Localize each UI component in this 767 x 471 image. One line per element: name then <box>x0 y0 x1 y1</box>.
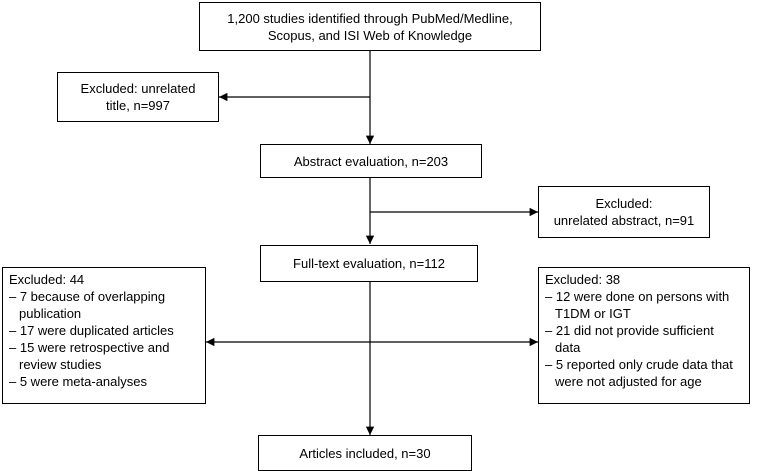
fulltext-evaluation-box: Full-text evaluation, n=112 <box>260 245 478 282</box>
articles-included-box: Articles included, n=30 <box>258 435 472 471</box>
excluded-title-line-2: title, n=997 <box>106 98 170 113</box>
abstract-evaluation-label: Abstract evaluation, n=203 <box>293 153 449 169</box>
excluded-left-item: – 15 were retrospective and <box>9 340 170 355</box>
excluded-fulltext-right-box: Excluded: 38 – 12 were done on persons w… <box>538 267 750 404</box>
articles-included-label: Articles included, n=30 <box>299 445 431 461</box>
abstract-evaluation-box: Abstract evaluation, n=203 <box>260 144 482 178</box>
excluded-left-item: – 7 because of overlapping <box>9 289 166 304</box>
excluded-abstract-line-1: Excluded: <box>595 196 653 211</box>
excluded-right-item-cont: data <box>555 340 581 355</box>
excluded-left-item-cont: publication <box>19 306 82 321</box>
excluded-fulltext-left-box: Excluded: 44 – 7 because of overlapping … <box>2 267 206 404</box>
excluded-title-box: Excluded: unrelated title, n=997 <box>57 72 219 122</box>
excluded-left-item-cont: review studies <box>19 357 102 372</box>
excluded-right-item-cont: were not adjusted for age <box>555 374 702 389</box>
identified-box: 1,200 studies identified through PubMed/… <box>199 2 541 51</box>
excluded-right-item: – 21 did not provide sufficient <box>545 323 714 338</box>
excluded-left-heading: Excluded: 44 <box>9 272 85 287</box>
identified-line-1: 1,200 studies identified through PubMed/… <box>227 10 513 26</box>
excluded-right-item-cont: T1DM or IGT <box>555 306 631 321</box>
excluded-left-item: – 17 were duplicated articles <box>9 323 174 338</box>
excluded-abstract-line-2: unrelated abstract, n=91 <box>553 213 695 228</box>
excluded-right-item: – 12 were done on persons with <box>545 289 730 304</box>
identified-line-2: Scopus, and ISI Web of Knowledge <box>267 27 473 43</box>
fulltext-evaluation-label: Full-text evaluation, n=112 <box>293 256 445 271</box>
excluded-right-item: – 5 reported only crude data that <box>545 357 733 372</box>
flow-connectors <box>206 51 538 435</box>
excluded-right-heading: Excluded: 38 <box>545 272 621 287</box>
excluded-left-item: – 5 were meta-analyses <box>9 374 148 389</box>
excluded-title-line-1: Excluded: unrelated <box>80 81 196 96</box>
excluded-abstract-box: Excluded: unrelated abstract, n=91 <box>538 186 710 238</box>
